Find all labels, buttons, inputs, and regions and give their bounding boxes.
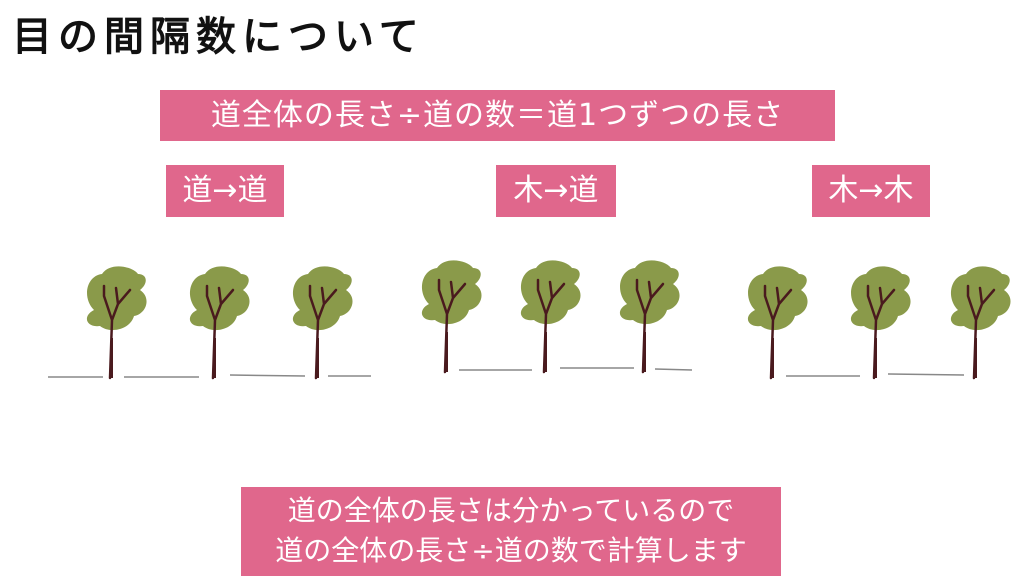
conclusion-line-1: 道の全体の長さは分かっているので <box>287 494 735 527</box>
group-tree-to-tree <box>746 265 1012 380</box>
page-title: 目の間隔数について <box>12 14 425 60</box>
case-label-tree-to-road: 木→道 <box>496 165 616 217</box>
group-road-to-road <box>48 265 371 380</box>
tree-diagram <box>0 250 1024 390</box>
formula-banner: 道全体の長さ÷道の数＝道1つずつの長さ <box>160 90 835 141</box>
conclusion-banner: 道の全体の長さは分かっているので 道の全体の長さ÷道の数で計算します <box>241 487 781 576</box>
case-label-road-to-road: 道→道 <box>166 165 284 217</box>
case-label-tree-to-tree: 木→木 <box>812 165 930 217</box>
group-tree-to-road <box>420 259 693 374</box>
conclusion-line-2: 道の全体の長さ÷道の数で計算します <box>275 534 747 567</box>
trees-and-roads-illustration <box>48 259 1012 380</box>
